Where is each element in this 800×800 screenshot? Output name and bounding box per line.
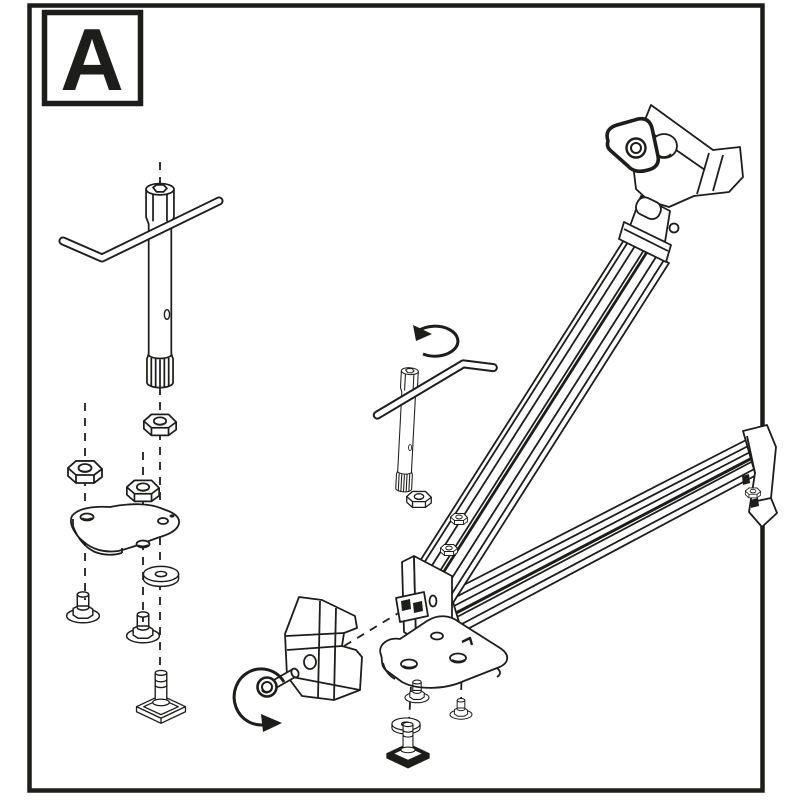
hex-nut-2: [142, 413, 178, 437]
cover-bracket: [395, 591, 429, 623]
step-label-box: A: [41, 9, 144, 109]
main-frame-assembly: [379, 104, 778, 689]
assembly-tool-small: [372, 359, 498, 493]
rotation-arrow-tool-icon: [413, 324, 460, 358]
washer-1: [142, 565, 180, 588]
rotation-arrow-screw-icon: [232, 667, 286, 732]
cover-screw: [256, 667, 300, 698]
mounting-plate: [70, 503, 180, 556]
foot-plate: [379, 615, 509, 689]
hex-nut-3: [125, 479, 161, 503]
rail-bolt: [744, 487, 762, 499]
hex-key-small: [372, 359, 498, 420]
hex-key: [58, 196, 224, 263]
assembly-tool: [58, 182, 224, 389]
clamp-head: [605, 104, 744, 263]
cam-lever: [605, 116, 661, 174]
head-neck: [618, 195, 680, 263]
hex-nut-4: [406, 490, 432, 509]
outer-frame: [27, 3, 765, 793]
hex-nut-1: [67, 460, 103, 484]
support-rail: [449, 437, 763, 633]
rail-end-bracket: [742, 424, 778, 528]
mast-bolt-1: [440, 544, 458, 556]
mast-bolt-2: [450, 513, 468, 525]
step-label: A: [60, 10, 124, 109]
